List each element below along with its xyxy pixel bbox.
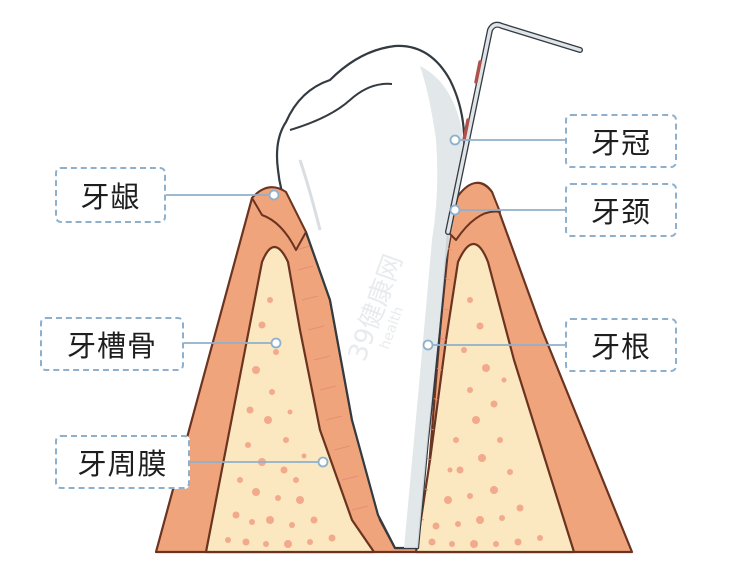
gum-margin-left — [251, 186, 307, 251]
leader-dots — [268, 134, 461, 468]
label-root: 牙根 — [565, 318, 677, 372]
periodontal-probe — [445, 21, 583, 235]
alveolar-bone-right — [414, 242, 576, 554]
label-gum: 牙龈 — [55, 167, 166, 223]
dot-periodontal-membrane — [317, 456, 329, 468]
bone-texture — [225, 297, 543, 548]
dot-root — [422, 339, 434, 351]
label-alveolar-bone: 牙槽骨 — [40, 317, 184, 371]
dot-neck — [449, 204, 461, 216]
gum-margin-right — [447, 182, 501, 241]
alveolar-bone-left — [204, 245, 376, 554]
dot-gum — [268, 189, 280, 201]
label-crown: 牙冠 — [565, 114, 677, 168]
crown-groove — [289, 82, 393, 131]
leader-lines — [166, 139, 565, 463]
tooth-shade — [404, 66, 464, 548]
label-neck: 牙颈 — [565, 183, 677, 237]
dot-crown — [449, 134, 461, 146]
label-periodontal-membrane: 牙周膜 — [55, 435, 190, 489]
dot-alveolar-bone — [270, 337, 282, 349]
